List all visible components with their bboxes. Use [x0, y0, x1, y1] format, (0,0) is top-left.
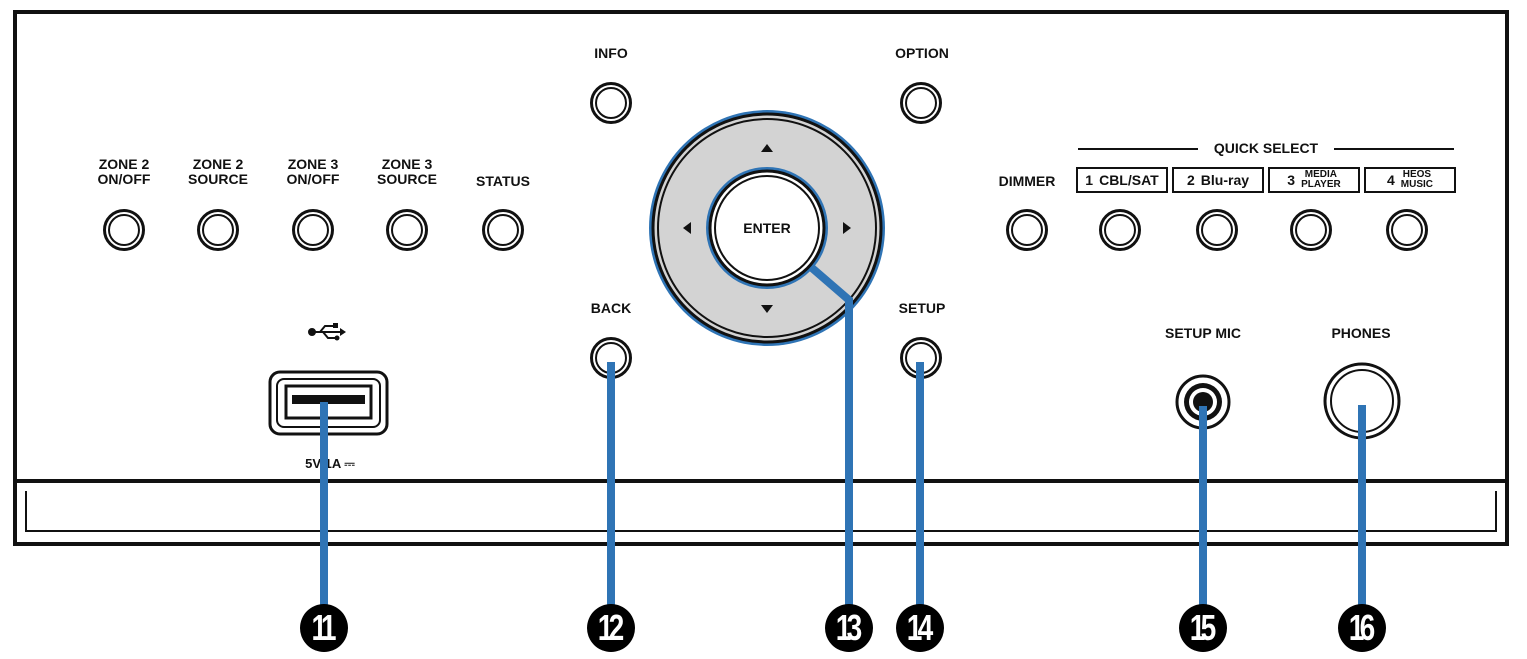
zone3-source-button[interactable] [386, 209, 428, 251]
setup-label: SETUP [898, 300, 946, 316]
callout-13: 13 [825, 604, 873, 652]
callout-15: 15 [1179, 604, 1227, 652]
quick-select-1-button[interactable] [1099, 209, 1141, 251]
callout-16: 16 [1338, 604, 1386, 652]
zone2-onoff-label: ZONE 2 ON/OFF [97, 156, 151, 187]
quick-select-4-button[interactable] [1386, 209, 1428, 251]
quick-select-2-label: 2 Blu-ray [1172, 167, 1264, 193]
zone2-onoff-button[interactable] [103, 209, 145, 251]
zone2-source-button[interactable] [197, 209, 239, 251]
info-button[interactable] [590, 82, 632, 124]
dimmer-button[interactable] [1006, 209, 1048, 251]
quick-select-4-label: 4 HEOS MUSIC [1364, 167, 1456, 193]
quick-select-3-label: 3 MEDIA PLAYER [1268, 167, 1360, 193]
quick-select-1-name: CBL/SAT [1099, 172, 1159, 188]
usb-icon [308, 323, 346, 341]
panel-lower-lip [13, 479, 1509, 546]
leader-line-13 [809, 264, 853, 605]
arrow-right-icon[interactable] [843, 222, 851, 234]
quick-select-title: QUICK SELECT [1213, 140, 1319, 156]
enter-button[interactable] [706, 167, 828, 289]
callout-12: 12 [587, 604, 635, 652]
arrow-up-icon[interactable] [761, 144, 773, 152]
arrow-left-icon[interactable] [683, 222, 691, 234]
quick-select-4-name: HEOS MUSIC [1400, 169, 1434, 190]
setup-mic-label: SETUP MIC [1165, 325, 1241, 341]
dimmer-label: DIMMER [998, 173, 1056, 189]
quick-select-2-button[interactable] [1196, 209, 1238, 251]
option-label: OPTION [895, 45, 949, 61]
quick-select-rule-right [1334, 148, 1454, 150]
quick-select-1-number: 1 [1085, 172, 1094, 188]
arrow-down-icon[interactable] [761, 305, 773, 313]
zone3-onoff-button[interactable] [292, 209, 334, 251]
quick-select-4-number: 4 [1386, 172, 1395, 188]
quick-select-3-number: 3 [1287, 172, 1296, 188]
quick-select-2-number: 2 [1186, 172, 1195, 188]
setup-mic-jack[interactable] [1175, 374, 1231, 430]
leader-lines [320, 264, 1366, 605]
back-label: BACK [590, 300, 632, 316]
option-button[interactable] [900, 82, 942, 124]
status-label: STATUS [476, 173, 530, 189]
status-button[interactable] [482, 209, 524, 251]
enter-label: ENTER [743, 220, 790, 236]
quick-select-rule-left [1078, 148, 1198, 150]
callout-14: 14 [896, 604, 944, 652]
quick-select-2-name: Blu-ray [1200, 172, 1250, 188]
zone3-source-label: ZONE 3 SOURCE [377, 156, 437, 187]
zone2-source-label: ZONE 2 SOURCE [188, 156, 248, 187]
quick-select-3-name: MEDIA PLAYER [1301, 169, 1341, 190]
info-label: INFO [594, 45, 628, 61]
callout-11: 11 [300, 604, 348, 652]
quick-select-3-button[interactable] [1290, 209, 1332, 251]
zone3-onoff-label: ZONE 3 ON/OFF [286, 156, 340, 187]
phones-label: PHONES [1331, 325, 1391, 341]
usb-port[interactable] [268, 370, 389, 436]
quick-select-1-label: 1 CBL/SAT [1076, 167, 1168, 193]
